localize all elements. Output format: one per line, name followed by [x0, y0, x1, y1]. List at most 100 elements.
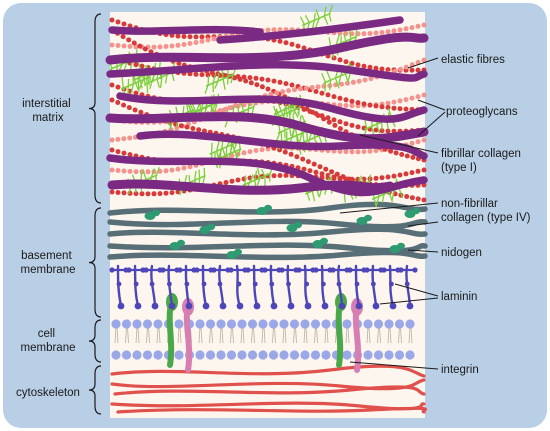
collagen-bead	[373, 30, 379, 36]
lipid-tail	[387, 326, 390, 344]
leader-line	[339, 202, 439, 214]
region-bracket	[88, 13, 102, 204]
leader-lines	[339, 57, 446, 370]
collagen-bead	[127, 168, 133, 174]
actin-filament	[116, 406, 427, 414]
collagen-bead	[181, 42, 187, 47]
laminin-globule	[117, 302, 125, 310]
collagen-bead	[409, 95, 415, 101]
collagen-bead	[385, 105, 391, 110]
collagen-bead	[233, 103, 239, 108]
elastic-fibre	[116, 92, 428, 123]
laminin-globule	[364, 267, 370, 273]
lipid-tail	[293, 326, 295, 344]
lipid-head	[216, 350, 226, 360]
lipid-head	[373, 319, 384, 329]
leader-line	[417, 111, 446, 137]
proteoglycan-chain	[323, 6, 327, 17]
lipid-head	[111, 319, 121, 329]
collagen-bead	[349, 60, 355, 66]
lipid-tail	[116, 326, 119, 344]
collagen-bead	[403, 26, 409, 32]
lipid-tail	[303, 326, 306, 344]
collagen-bead	[133, 62, 139, 68]
lipid-head	[247, 319, 258, 329]
collagen-bead	[121, 168, 127, 174]
collagen-bead	[127, 43, 133, 49]
lipid-tail	[410, 326, 413, 344]
collagen-bead	[300, 156, 306, 162]
laminin-globule	[166, 281, 172, 287]
laminin-globule	[338, 302, 346, 310]
collagen-bead	[355, 62, 361, 68]
proteoglycan-chain	[280, 131, 283, 142]
collagen-bead	[337, 149, 343, 154]
proteoglycan-chain	[289, 128, 292, 137]
collagen-bead	[115, 43, 121, 48]
leader-line	[359, 134, 439, 154]
collagen-bead	[409, 170, 415, 176]
proteoglycan-chain	[123, 62, 128, 71]
lipid-head	[384, 319, 394, 329]
proteoglycan-chain	[133, 79, 139, 91]
proteoglycan-chain	[146, 83, 149, 94]
collagen-bead	[133, 191, 139, 197]
lipid-tail	[295, 326, 297, 344]
collagen-bead	[121, 190, 127, 196]
collagen-bead	[209, 70, 215, 75]
proteoglycan-chain	[381, 122, 383, 131]
collagen-bead	[404, 194, 410, 199]
collagen-bead	[343, 103, 349, 108]
elastic-fibre	[105, 32, 429, 65]
lipid-tail	[148, 326, 150, 344]
collagen-bead	[385, 174, 391, 180]
collagen-bead	[268, 91, 274, 97]
lipid-head	[205, 350, 216, 360]
elastic-fibre	[105, 112, 429, 144]
region-brackets	[88, 13, 102, 415]
proteoglycan-chain	[293, 110, 299, 118]
collagen-bead	[415, 139, 421, 145]
proteoglycan-chain	[302, 132, 305, 143]
lipid-tail	[219, 326, 222, 344]
collagen-bead	[379, 175, 385, 181]
proteoglycan-chain	[306, 131, 309, 141]
lipid-tail	[274, 326, 276, 344]
lipid-head	[216, 319, 226, 329]
proteoglycan-chain	[212, 72, 217, 84]
proteoglycan-chain	[388, 192, 394, 203]
laminin-globule	[228, 267, 234, 273]
laminin-globule	[330, 267, 336, 273]
collagen-bead	[398, 66, 403, 72]
nidogen-lobe	[264, 204, 272, 212]
leader-line	[349, 361, 439, 370]
lipid-head	[289, 319, 300, 329]
proteoglycan-chain	[230, 74, 234, 84]
proteoglycan-chain	[376, 124, 381, 134]
collagen-bead	[283, 40, 289, 46]
proteoglycan-chain	[315, 9, 320, 19]
lipid-head	[237, 350, 247, 360]
collagen-bead	[271, 78, 277, 84]
proteoglycan-chain	[275, 131, 281, 142]
laminin-globule	[252, 281, 258, 287]
leader-line	[407, 221, 439, 227]
lipid-tail	[368, 326, 371, 344]
lipid-head	[300, 350, 310, 360]
collagen-bead	[288, 151, 294, 157]
collagen-bead	[120, 34, 126, 40]
collagen-bead	[355, 100, 361, 106]
collagen-bead	[379, 66, 385, 72]
lipid-tail	[232, 326, 234, 344]
label-fibrillar-collagen: fibrillar collagen (type I)	[441, 148, 524, 174]
fibrillar-collagen-strands	[109, 17, 427, 203]
collagen-bead	[277, 173, 283, 178]
lipid-tail	[251, 326, 253, 344]
collagen-bead	[247, 75, 253, 81]
collagen-bead	[243, 78, 249, 84]
lipid-head	[174, 319, 184, 329]
laminin-globule	[354, 281, 360, 287]
collagen-bead	[187, 164, 193, 170]
lipid-head	[247, 350, 258, 360]
proteoglycan-chain	[186, 103, 189, 113]
